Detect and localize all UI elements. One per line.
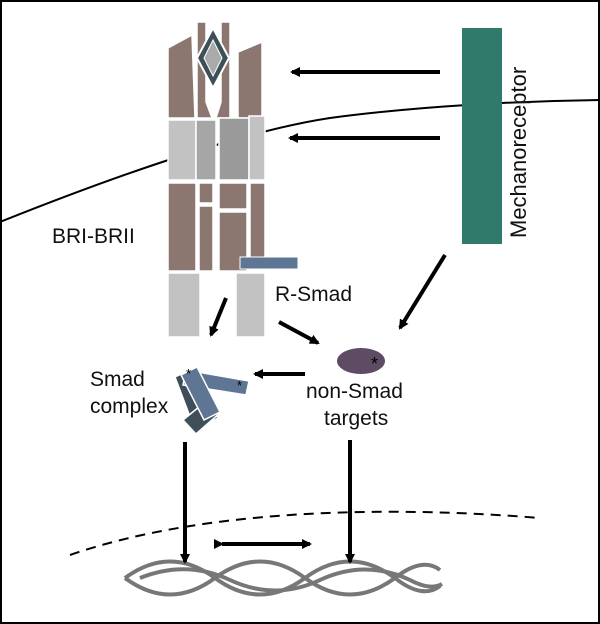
smad-complex-shape: * * bbox=[174, 365, 250, 436]
non-smad-label-line1: non-Smad bbox=[306, 380, 403, 403]
arrow-r-smad-to-non-smad bbox=[278, 320, 320, 345]
receptor-segment bbox=[195, 119, 217, 181]
r-smad-label: R-Smad bbox=[275, 283, 352, 306]
receptor-segment bbox=[218, 182, 248, 210]
smad-star: * bbox=[186, 366, 191, 381]
diamond-icon bbox=[195, 25, 231, 91]
nuclear-membrane bbox=[69, 510, 541, 556]
non-smad-star: * bbox=[371, 354, 378, 374]
arrow-mechanoreceptor-to-non-smad bbox=[398, 253, 447, 330]
mechanoreceptor-bar bbox=[462, 28, 502, 244]
receptor-segment bbox=[167, 33, 196, 119]
arrow-receptor-to-smad-complex bbox=[209, 297, 228, 337]
receptor-segment bbox=[249, 182, 266, 259]
non-smad-label-line2: targets bbox=[324, 407, 388, 430]
receptor-segment bbox=[248, 115, 266, 181]
receptor-segment bbox=[167, 272, 201, 338]
receptor-segment bbox=[198, 205, 214, 272]
smad-complex-label-line1: Smad bbox=[90, 368, 145, 391]
bri-brii-receptor bbox=[167, 21, 299, 338]
mechanoreceptor-label: Mechanoreceptor bbox=[506, 67, 531, 238]
smad-complex-label-line2: complex bbox=[90, 395, 169, 418]
receptor-label: BRI-BRII bbox=[52, 225, 135, 248]
receptor-segment bbox=[235, 272, 266, 338]
non-smad-target-shape: * bbox=[337, 348, 385, 374]
smad-star: * bbox=[237, 378, 242, 393]
cell-membrane bbox=[0, 99, 600, 223]
receptor-segment bbox=[237, 40, 263, 119]
receptor-segment bbox=[167, 182, 197, 272]
receptor-segment bbox=[198, 182, 214, 204]
receptor-segment bbox=[218, 117, 250, 181]
receptor-segment bbox=[167, 119, 197, 181]
r-smad-bar bbox=[239, 256, 299, 270]
